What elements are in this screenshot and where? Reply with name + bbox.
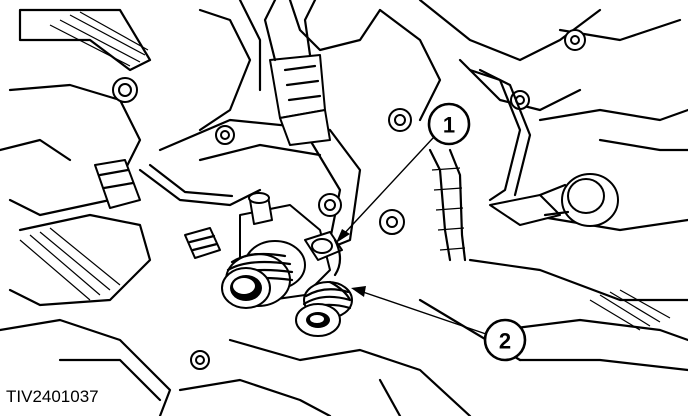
ground-terminal-icon bbox=[489, 173, 619, 227]
small-hose-spigot-icon bbox=[295, 281, 353, 337]
bolt-icons bbox=[112, 29, 586, 370]
callout-2-number: 2 bbox=[499, 329, 511, 354]
large-hose-spigot-icon bbox=[221, 240, 306, 309]
wiring-harness-lines bbox=[138, 68, 532, 262]
callout-1-number: 1 bbox=[443, 113, 455, 138]
callout-1-leader bbox=[336, 137, 434, 243]
callout-1-balloon: 1 bbox=[427, 102, 471, 146]
sensor-connector-icon bbox=[263, 0, 331, 146]
callout-2-leader bbox=[351, 286, 487, 335]
thermostat-housing-icon bbox=[184, 192, 353, 337]
clip-connector-icon bbox=[94, 159, 141, 209]
figure-id-label: TIV2401037 bbox=[6, 387, 99, 406]
callout-2-balloon: 2 bbox=[483, 318, 527, 362]
